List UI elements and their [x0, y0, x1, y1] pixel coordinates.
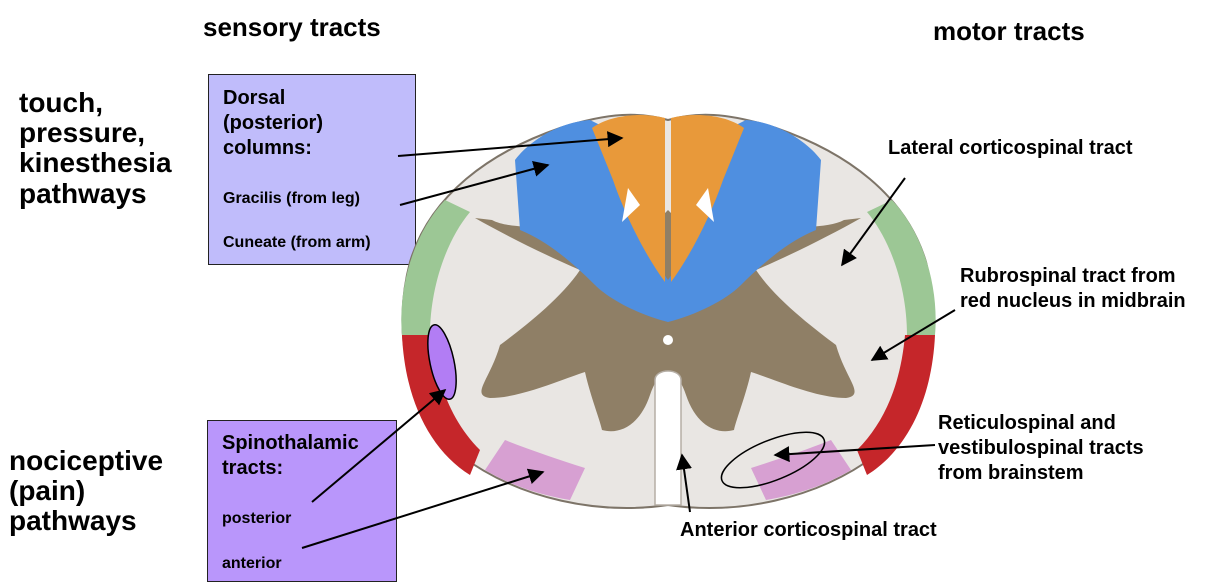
dorsal-columns-box — [208, 74, 416, 265]
left-cuneate — [515, 120, 668, 322]
left-gracilis-hole — [622, 188, 640, 222]
rubrospinal-line-1: Rubrospinal tract from — [960, 265, 1176, 287]
lateral-corticospinal-label: Lateral corticospinal tract — [888, 137, 1133, 159]
arrow-gracilis — [399, 161, 550, 206]
gracilis-label: Gracilis (from leg) — [223, 190, 360, 207]
arrow-dorsal-columns — [397, 131, 624, 157]
cuneate-label: Cuneate (from arm) — [223, 234, 371, 251]
reticulospinal-label: Reticulospinal and vestibulospinal tract… — [938, 411, 1144, 486]
rubrospinal-label: Rubrospinal tract from red nucleus in mi… — [960, 264, 1186, 314]
columns-line: columns: — [223, 137, 312, 159]
anterior-fissure — [654, 370, 682, 506]
dorsal-line: Dorsal — [223, 87, 286, 109]
arrow-anterior-spinothalamic — [301, 468, 545, 549]
arrow-reticulospinal — [773, 444, 936, 463]
right-pink-region — [751, 440, 851, 500]
reticulospinal-ellipse — [720, 431, 826, 489]
touch-line: touch, — [19, 87, 103, 118]
right-red-band — [857, 335, 935, 475]
right-lateral-band — [867, 200, 936, 335]
spinothalamic-title: Spinothalamic tracts: — [222, 431, 359, 481]
posterior-spinothalamic-ellipse — [427, 323, 457, 401]
reticulospinal-line-3: from brainstem — [938, 462, 1084, 484]
kinesthesia-line: kinesthesia — [19, 147, 172, 179]
spinothalamic-line: Spinothalamic — [222, 432, 359, 454]
left-lateral-band — [401, 200, 470, 335]
posterior-label: posterior — [222, 510, 292, 527]
anterior-label: anterior — [222, 555, 282, 572]
arrow-rubrospinal — [870, 309, 956, 361]
touch-pathways-label: touch, pressure, kinesthesia pathways — [19, 87, 172, 209]
posterior-line: (posterior) — [223, 112, 323, 134]
rubrospinal-line-2: red nucleus in midbrain — [960, 290, 1186, 312]
pain-line: (pain) — [9, 475, 86, 507]
arrow-posterior-spinothalamic — [311, 388, 447, 503]
central-canal — [663, 335, 673, 345]
right-gracilis-hole — [696, 188, 714, 222]
anterior-corticospinal-label: Anterior corticospinal tract — [680, 519, 937, 541]
motor-tracts-header: motor tracts — [933, 16, 1085, 46]
pathways-line: pathways — [9, 505, 137, 537]
nociceptive-pathways-label: nociceptive (pain) pathways — [9, 445, 164, 537]
spinothalamic-box — [207, 420, 397, 582]
nociceptive-line: nociceptive — [9, 445, 164, 476]
reticulospinal-line-1: Reticulospinal and — [938, 412, 1116, 434]
dorsal-columns-title: Dorsal (posterior) columns: — [223, 86, 323, 161]
reticulospinal-line-2: vestibulospinal tracts — [938, 437, 1144, 459]
tracts-line: tracts: — [222, 457, 284, 479]
arrow-lateral-corticospinal — [841, 177, 906, 267]
sensory-tracts-header: sensory tracts — [203, 12, 381, 42]
right-cuneate — [668, 120, 821, 322]
pathways-line: pathways — [19, 177, 147, 209]
arrow-anterior-corticospinal — [676, 453, 692, 513]
pressure-line: pressure, — [19, 117, 146, 149]
